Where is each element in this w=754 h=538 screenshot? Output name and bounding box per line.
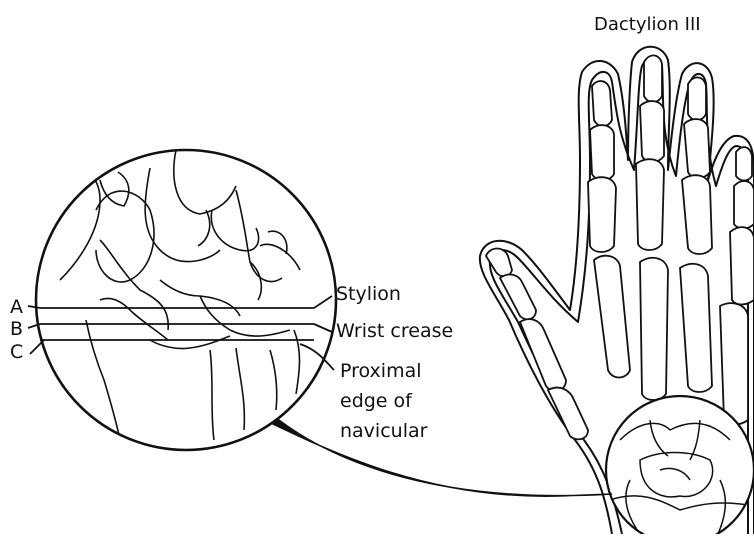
stylion-label: Stylion: [336, 283, 401, 305]
navicular-label-line2: edge of: [340, 390, 412, 412]
navicular-label-line1: Proximal: [340, 360, 422, 382]
line-a-label: A: [10, 296, 23, 318]
zoom-circle: [36, 150, 336, 450]
dactylion-label: Dactylion III: [594, 14, 701, 36]
wrist-highlight-circle: [606, 396, 754, 534]
wrist-crease-label: Wrist crease: [336, 320, 453, 342]
zoom-connector: [252, 406, 612, 496]
line-c-label: C: [10, 341, 23, 363]
navicular-label-line3: navicular: [340, 420, 427, 442]
line-b-label: B: [10, 318, 23, 340]
